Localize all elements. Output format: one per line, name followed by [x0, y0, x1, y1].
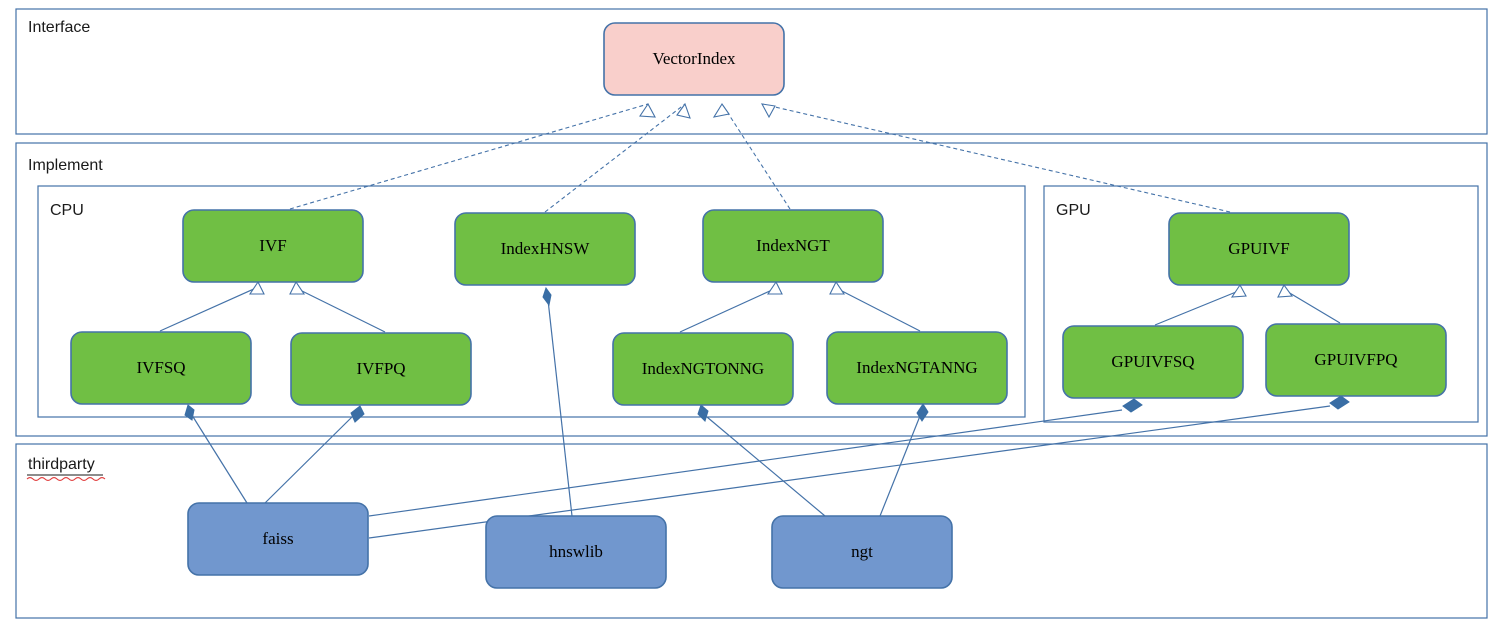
- node-indexhnsw-label: IndexHNSW: [501, 239, 591, 258]
- node-indexngt-label: IndexNGT: [756, 236, 830, 255]
- edge-hnswlib-to-indexhnsw: [542, 286, 573, 517]
- node-vectorindex[interactable]: VectorIndex: [603, 22, 785, 96]
- node-hnswlib-label: hnswlib: [549, 542, 603, 561]
- node-ivfsq-rect: [70, 331, 252, 405]
- edge-gpuivf-to-vectorindex: [760, 103, 1231, 213]
- node-ivf-label: IVF: [259, 236, 286, 255]
- node-gpuivf[interactable]: GPUIVF: [1168, 212, 1350, 286]
- edge-ivfpq-to-ivf: [289, 280, 386, 333]
- node-ngt[interactable]: ngt: [771, 515, 953, 589]
- node-ivf-rect: [182, 209, 364, 283]
- node-faiss-label: faiss: [262, 529, 293, 548]
- edge-indexhnsw-to-vectorindex: [544, 102, 691, 213]
- spellcheck-squiggle-icon: [26, 476, 106, 482]
- node-indexngtonng-rect: [612, 332, 794, 406]
- hollow-triangle-icon: [766, 280, 783, 295]
- edge-ivf-to-vectorindex: [289, 102, 656, 210]
- hollow-triangle-icon: [248, 280, 265, 295]
- edge-faiss-to-ivfpq: [264, 405, 365, 504]
- edge-ngt-to-indexngtanng: [879, 403, 929, 517]
- node-gpuivfpq[interactable]: GPUIVFPQ: [1265, 323, 1447, 397]
- edges-realization: [289, 102, 1231, 213]
- hollow-triangle-icon: [760, 103, 776, 119]
- node-hnswlib-rect: [485, 515, 667, 589]
- filled-diamond-icon: [542, 286, 552, 307]
- filled-diamond-icon: [916, 403, 929, 422]
- node-indexngtanng-rect: [826, 331, 1008, 405]
- hollow-triangle-icon: [639, 102, 656, 118]
- hollow-triangle-icon: [1277, 283, 1294, 298]
- node-faiss[interactable]: faiss: [187, 502, 369, 576]
- filled-diamond-icon: [184, 404, 195, 421]
- hollow-triangle-icon: [676, 102, 691, 119]
- edge-gpuivfsq-to-gpuivf: [1154, 283, 1247, 326]
- edge-indexngt-to-vectorindex: [712, 102, 791, 210]
- group-thirdparty-label: thirdparty: [28, 456, 95, 473]
- node-indexngtanng[interactable]: IndexNGTANNG: [826, 331, 1008, 405]
- node-vectorindex-label: VectorIndex: [652, 49, 736, 68]
- edge-faiss-to-gpuivfsq: [368, 398, 1143, 517]
- edge-faiss-to-ivfsq: [184, 404, 248, 504]
- node-gpuivf-rect: [1168, 212, 1350, 286]
- node-ivfsq[interactable]: IVFSQ: [70, 331, 252, 405]
- node-indexngt[interactable]: IndexNGT: [702, 209, 884, 283]
- edges-generalization: [159, 280, 1341, 333]
- node-ngt-label: ngt: [851, 542, 873, 561]
- node-ivfpq-rect: [290, 332, 472, 406]
- node-gpuivfsq[interactable]: GPUIVFSQ: [1062, 325, 1244, 399]
- group-cpu-label: CPU: [50, 202, 84, 219]
- group-interface-label: Interface: [28, 19, 90, 36]
- node-vectorindex-rect: [603, 22, 785, 96]
- edge-ivfsq-to-ivf: [159, 280, 265, 332]
- node-ngt-rect: [771, 515, 953, 589]
- node-ivfpq[interactable]: IVFPQ: [290, 332, 472, 406]
- node-indexhnsw-rect: [454, 212, 636, 286]
- filled-diamond-icon: [1329, 395, 1350, 410]
- edge-indexngtonng-to-indexngt: [679, 280, 783, 333]
- filled-diamond-icon: [1122, 398, 1143, 413]
- node-gpuivf-label: GPUIVF: [1228, 239, 1289, 258]
- node-indexngtanng-label: IndexNGTANNG: [856, 358, 977, 377]
- edge-ngt-to-indexngtonng: [697, 404, 826, 517]
- group-gpu-label: GPU: [1056, 202, 1091, 219]
- node-ivf[interactable]: IVF: [182, 209, 364, 283]
- node-gpuivfsq-rect: [1062, 325, 1244, 399]
- filled-diamond-icon: [350, 405, 365, 423]
- node-indexngtonng[interactable]: IndexNGTONNG: [612, 332, 794, 406]
- node-gpuivfpq-label: GPUIVFPQ: [1314, 350, 1397, 369]
- filled-diamond-icon: [697, 404, 709, 422]
- hollow-triangle-icon: [289, 280, 306, 295]
- node-gpuivfsq-label: GPUIVFSQ: [1111, 352, 1194, 371]
- node-indexngtonng-label: IndexNGTONNG: [642, 359, 764, 378]
- node-indexhnsw[interactable]: IndexHNSW: [454, 212, 636, 286]
- hollow-triangle-icon: [712, 102, 730, 118]
- group-implement-label: Implement: [28, 157, 103, 174]
- hollow-triangle-icon: [1230, 283, 1247, 298]
- nodes: VectorIndex IVF IndexHNSW IndexNGT GPUIV…: [70, 22, 1447, 589]
- node-faiss-rect: [187, 502, 369, 576]
- node-indexngt-rect: [702, 209, 884, 283]
- edge-indexngtanng-to-indexngt: [829, 280, 921, 332]
- node-ivfpq-label: IVFPQ: [356, 359, 405, 378]
- node-gpuivfpq-rect: [1265, 323, 1447, 397]
- edge-gpuivfpq-to-gpuivf: [1277, 283, 1341, 324]
- node-ivfsq-label: IVFSQ: [136, 358, 185, 377]
- node-hnswlib[interactable]: hnswlib: [485, 515, 667, 589]
- hollow-triangle-icon: [829, 280, 846, 295]
